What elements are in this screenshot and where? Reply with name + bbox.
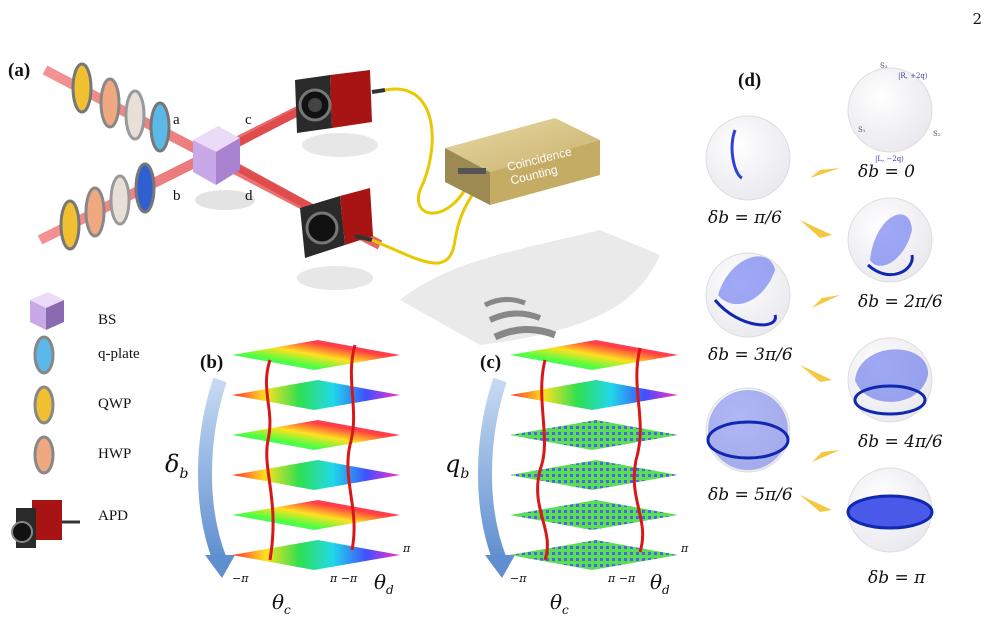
panel-c-xaxis: θc [550,590,569,617]
port-c-label: c [245,112,252,128]
panel-c-param-sub: b [460,465,470,482]
panel-b-yaxis: θd [374,570,394,597]
delta-label-4: δb = 4π/6 [858,432,943,452]
port-b-label: b [173,188,181,204]
panel-c-tick-neg-pi: −π [510,572,527,585]
sequence-arrows [800,168,840,512]
panel-b-xaxis-sub: c [284,603,291,617]
panel-c-yaxis: θd [650,570,670,597]
legend-apd: APD [98,508,129,524]
delta-label-6: δb = π [868,568,926,588]
panel-b-xaxis: θc [272,590,291,617]
panel-b-param: δb [165,450,188,482]
delta-label-3: δb = 3π/6 [708,345,793,365]
panel-b-tick-neg-pi: −π [232,572,249,585]
panel-b-label: (b) [200,352,224,373]
panel-b-param-sub: b [179,465,189,482]
panel-b-param-symbol: δ [165,450,180,478]
delta-label-1: δb = π/6 [708,208,782,228]
legend-qplate: q-plate [98,346,140,362]
panel-d-label: (d) [738,70,762,91]
panel-b-stack [198,340,400,578]
panel-c-label: (c) [480,352,502,373]
sphere-axis-s1: S₁ [858,126,866,134]
waveplates-upper [71,62,171,153]
delta-label-0: δb = 0 [858,162,915,182]
panel-c-stack [478,340,678,578]
legend-qwp: QWP [98,396,132,412]
legend-icons [11,292,80,548]
delta-label-2: δb = 2π/6 [858,292,943,312]
coincidence-box [400,118,660,345]
panel-b-tick-mid: π −π [330,572,358,585]
sphere-axis-top: |R, +2q⟩ [898,72,928,80]
panel-c-tick-mid: π −π [608,572,636,585]
apd-detector-d [297,188,373,290]
port-a-label: a [173,112,180,128]
legend-hwp: HWP [98,446,132,462]
panel-c-xaxis-sub: c [562,603,569,617]
beam-splitter-cube [193,126,255,210]
legend-bs: BS [98,312,117,328]
panel-b-tick-pi: π [403,542,411,555]
panel-b-yaxis-symbol: θ [374,570,387,594]
page-number: 2 [972,10,982,28]
port-d-label: d [245,188,253,204]
sphere-axis-s3: S₃ [880,62,888,70]
panel-c-xaxis-symbol: θ [550,590,563,614]
sphere-axis-s2: S₂ [933,130,941,138]
waveplates-lower [59,162,156,251]
signal-cables [371,87,480,265]
apd-detector-c [295,70,386,157]
bloch-spheres [705,67,934,553]
delta-label-5: δb = 5π/6 [708,485,793,505]
panel-c-tick-pi: π [681,542,689,555]
panel-b-xaxis-symbol: θ [272,590,285,614]
panel-a-label: (a) [8,60,31,81]
panel-c-param: qb [445,450,469,482]
panel-c-param-symbol: q [445,450,461,478]
panel-b-yaxis-sub: d [386,583,394,597]
panel-c-yaxis-symbol: θ [650,570,663,594]
sphere-axis-bottom: |L, −2q⟩ [875,155,904,163]
panel-c-yaxis-sub: d [662,583,670,597]
